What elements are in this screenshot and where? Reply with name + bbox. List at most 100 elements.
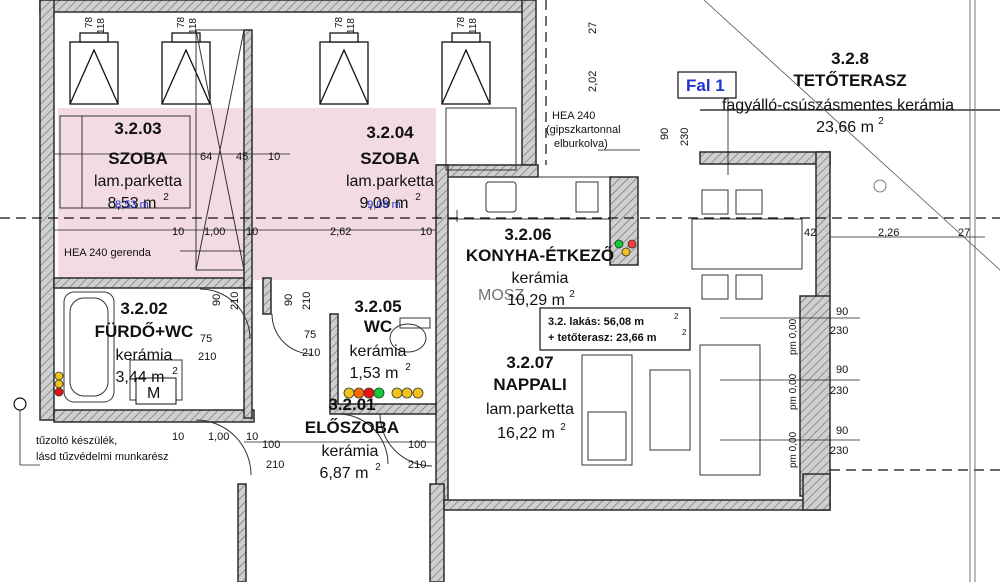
- svg-text:3.2.01: 3.2.01: [328, 395, 375, 414]
- svg-text:KONYHA-ÉTKEZŐ: KONYHA-ÉTKEZŐ: [466, 246, 614, 265]
- svg-text:3.2.04: 3.2.04: [366, 123, 414, 142]
- svg-text:90: 90: [211, 294, 223, 306]
- svg-text:118: 118: [468, 18, 479, 34]
- summary-sup-2: 2: [682, 328, 687, 337]
- svg-text:lam.parketta: lam.parketta: [346, 173, 434, 190]
- svg-text:2: 2: [163, 192, 169, 203]
- svg-text:3.2.06: 3.2.06: [504, 225, 551, 244]
- svg-text:230: 230: [830, 445, 848, 457]
- summary-line-1: 3.2. lakás: 56,08 m: [548, 316, 644, 328]
- bedroom-dimensions: 64 45 10 10 1,00 10 2,62 10: [172, 151, 432, 238]
- svg-text:90: 90: [836, 306, 848, 318]
- windows: [69, 32, 491, 105]
- fire-extinguisher-icon: [13, 397, 27, 411]
- svg-text:1,53 m: 1,53 m: [350, 365, 399, 382]
- summary-sup-1: 2: [674, 312, 679, 321]
- meter-box-label: M: [147, 385, 160, 402]
- svg-text:SZOBA: SZOBA: [360, 149, 420, 168]
- hea-gerenda-label: HEA 240 gerenda: [64, 247, 152, 259]
- svg-text:27: 27: [958, 227, 970, 239]
- room-3-2-05: 3.2.05 WC kerámia 1,53 m 2: [350, 297, 412, 382]
- svg-text:78: 78: [84, 16, 95, 28]
- svg-text:(gipszkartonnal: (gipszkartonnal: [546, 124, 621, 136]
- svg-text:kerámia: kerámia: [350, 343, 407, 360]
- svg-text:210: 210: [302, 347, 320, 359]
- watermark: MOSZ: [478, 287, 524, 304]
- svg-text:118: 118: [188, 18, 199, 34]
- svg-text:16,22 m: 16,22 m: [497, 425, 555, 442]
- svg-text:9,09 m: 9,09 m: [360, 195, 409, 212]
- svg-text:2: 2: [569, 289, 575, 300]
- svg-text:78: 78: [456, 16, 467, 28]
- svg-text:lam.parketta: lam.parketta: [94, 173, 182, 190]
- fal-label: Fal 1: [686, 76, 725, 95]
- svg-text:pm 0,00: pm 0,00: [788, 318, 799, 355]
- room-3-2-04: 3.2.04 SZOBA lam.parketta 9,09 m 9,09 m …: [346, 123, 434, 212]
- svg-text:100: 100: [262, 439, 280, 451]
- svg-text:75: 75: [200, 333, 212, 345]
- window-dimensions-right: 90 230 90 230 90 230: [830, 306, 848, 457]
- fal-label-box: [677, 71, 737, 99]
- svg-text:NAPPALI: NAPPALI: [493, 375, 566, 394]
- svg-text:90: 90: [836, 425, 848, 437]
- svg-text:10: 10: [420, 226, 432, 238]
- svg-text:kerámia: kerámia: [322, 443, 379, 460]
- svg-text:8,53 m: 8,53 m: [115, 199, 149, 211]
- summary-box: [539, 307, 691, 351]
- svg-text:23,66 m: 23,66 m: [816, 119, 874, 136]
- svg-text:2: 2: [172, 366, 178, 377]
- svg-text:2: 2: [405, 362, 411, 373]
- terrace-fall-lines: [703, 0, 1000, 582]
- door-dimensions: 90 210 90 210 75 210 75 210 100 210 100 …: [172, 292, 426, 471]
- svg-text:2: 2: [878, 116, 884, 127]
- svg-text:3.2.02: 3.2.02: [120, 299, 167, 318]
- svg-text:fagyálló-csúszásmentes kerámia: fagyálló-csúszásmentes kerámia: [722, 97, 954, 114]
- svg-text:6,87 m: 6,87 m: [320, 465, 369, 482]
- room-3-2-06: 3.2.06 KONYHA-ÉTKEZŐ kerámia 10,29 m 2: [466, 225, 614, 309]
- svg-text:2,02: 2,02: [587, 71, 599, 92]
- svg-text:2: 2: [415, 192, 421, 203]
- svg-text:10: 10: [172, 431, 184, 443]
- svg-text:1,00: 1,00: [204, 226, 225, 238]
- svg-text:100: 100: [408, 439, 426, 451]
- walls: [39, 0, 831, 582]
- svg-text:10: 10: [172, 226, 184, 238]
- tuzolto-line-2: lásd tűzvédelmi munkarész: [36, 451, 169, 463]
- svg-text:230: 230: [679, 128, 691, 146]
- svg-text:2: 2: [375, 462, 381, 473]
- room-3-2-03: 3.2.03 SZOBA lam.parketta 8,53 m 8,53 m …: [94, 119, 182, 212]
- tuzolto-line-1: tűzoltó készülék,: [36, 435, 117, 447]
- svg-text:10: 10: [246, 226, 258, 238]
- utility-markers: [54, 239, 637, 399]
- svg-text:90: 90: [659, 128, 671, 140]
- summary-line-2: + tetőterasz: 23,66 m: [548, 332, 657, 344]
- svg-text:SZOBA: SZOBA: [108, 149, 168, 168]
- svg-text:elburkolva): elburkolva): [554, 138, 608, 150]
- svg-text:ELŐSZOBA: ELŐSZOBA: [305, 418, 399, 437]
- terrace-dimensions: 42 2,26 27 2,02 27 90 230: [587, 22, 970, 239]
- svg-text:210: 210: [301, 292, 313, 310]
- dimension-lines: [19, 153, 985, 466]
- leader-lines: [180, 96, 729, 252]
- svg-text:3,44 m: 3,44 m: [116, 369, 165, 386]
- svg-text:210: 210: [229, 292, 241, 310]
- svg-text:75: 75: [304, 329, 316, 341]
- svg-text:230: 230: [830, 385, 848, 397]
- room-3-2-8: 3.2.8 TETŐTERASZ fagyálló-csúszásmentes …: [722, 49, 954, 136]
- svg-text:27: 27: [587, 22, 599, 34]
- room-3-2-07: 3.2.07 NAPPALI lam.parketta 16,22 m 2: [486, 353, 574, 442]
- svg-text:3.2.03: 3.2.03: [114, 119, 161, 138]
- svg-text:HEA 240: HEA 240: [552, 110, 595, 122]
- svg-text:lam.parketta: lam.parketta: [486, 401, 574, 418]
- svg-text:118: 118: [96, 18, 107, 34]
- svg-text:kerámia: kerámia: [116, 347, 173, 364]
- room-3-2-02: 3.2.02 FÜRDŐ+WC kerámia 3,44 m 2: [95, 299, 194, 386]
- svg-text:10: 10: [268, 151, 280, 163]
- pm-labels: pm 0,00 pm 0,00 pm 0,00: [788, 318, 799, 468]
- svg-text:9,09 m: 9,09 m: [367, 199, 401, 211]
- svg-text:kerámia: kerámia: [512, 270, 569, 287]
- meter-box: [135, 377, 177, 405]
- svg-text:78: 78: [334, 16, 345, 28]
- svg-text:8,53 m: 8,53 m: [108, 195, 157, 212]
- svg-text:42: 42: [804, 227, 816, 239]
